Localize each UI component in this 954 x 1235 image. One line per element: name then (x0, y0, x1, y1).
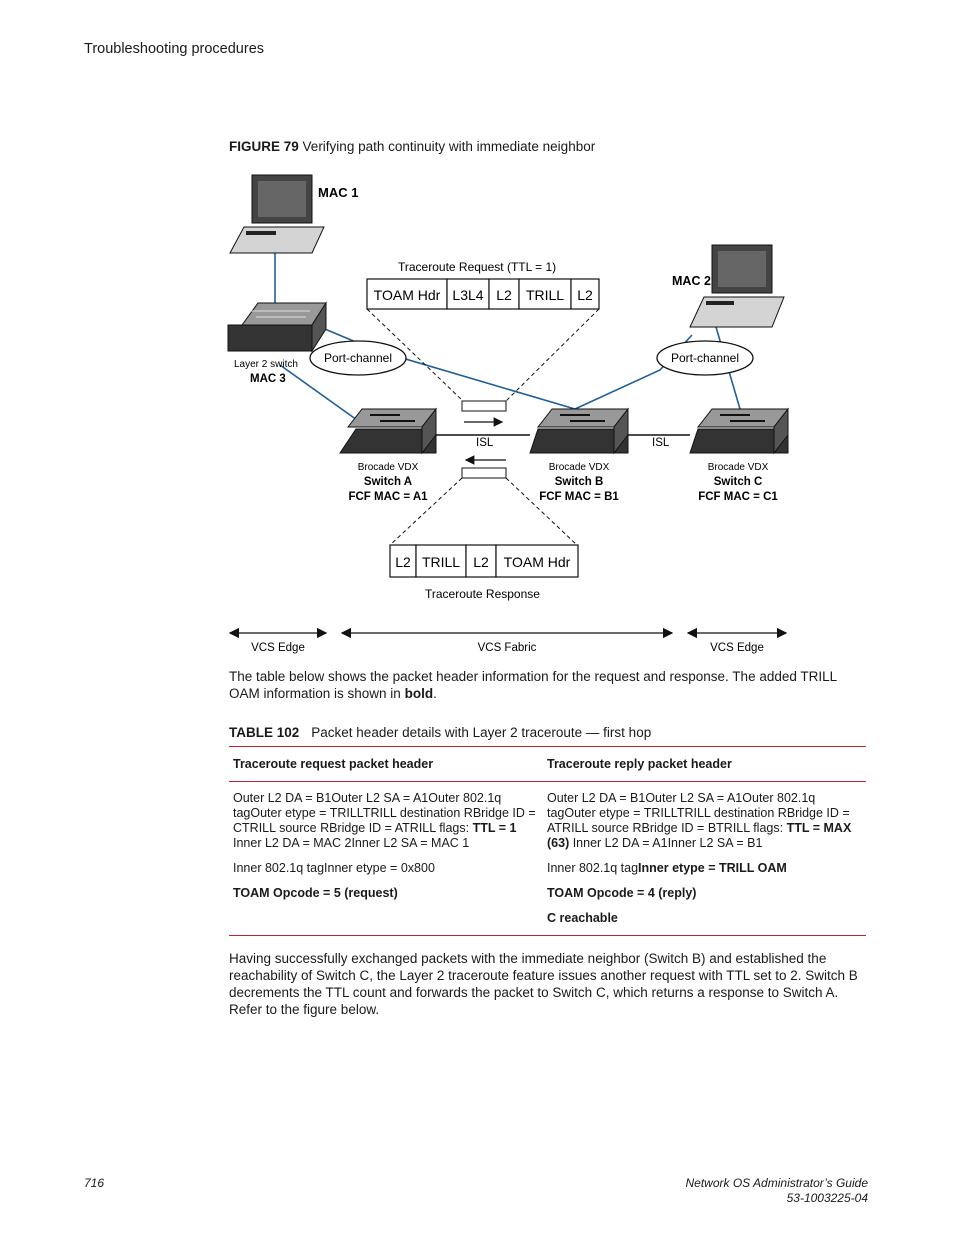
switch-c-name: Switch C (714, 476, 763, 488)
table-header-reply: Traceroute reply packet header (547, 757, 732, 771)
table-header-request: Traceroute request packet header (233, 757, 434, 771)
request-zoom-lines (366, 308, 600, 402)
response-header-box (389, 544, 579, 578)
request-field: L3L4 (452, 287, 483, 303)
request-ttl: TTL = 1 (472, 821, 517, 835)
request-line: Inner 802.1q tagInner etype = 0x800 (233, 861, 435, 875)
reply-ttl: TTL = MAX (63) (547, 821, 852, 850)
request-title: Traceroute Request (TTL = 1) (398, 260, 556, 274)
figure-caption: FIGURE 79 Verifying path continuity with… (229, 139, 595, 154)
response-zoom-lines (389, 477, 578, 546)
response-field: TRILL (422, 554, 460, 570)
link-lines (274, 253, 741, 421)
reply-line: Inner 802.1q tag (547, 861, 639, 875)
isl-left-label: ISL (476, 437, 494, 449)
port-channel-left-label: Port-channel (324, 351, 392, 365)
switch-b-name: Switch B (555, 476, 604, 488)
switch-a-icon (339, 407, 438, 455)
table-bottom-rule (229, 935, 866, 936)
request-header-box (366, 278, 600, 310)
switch-b-vendor: Brocade VDX (549, 462, 610, 473)
zone-label: VCS Edge (251, 642, 305, 654)
doc-number: 53-1003225-04 (786, 1191, 868, 1205)
switch-c-icon (689, 407, 790, 455)
mac1-label: MAC 1 (318, 185, 358, 200)
request-field: L2 (496, 287, 512, 303)
intro-bold: bold (404, 686, 434, 701)
isl-right-label: ISL (652, 437, 670, 449)
mac2-computer-icon (689, 244, 785, 328)
response-title: Traceroute Response (425, 587, 540, 601)
response-field: TOAM Hdr (504, 554, 571, 570)
intro-end: . (433, 686, 437, 701)
figure-label: FIGURE 79 (229, 139, 299, 154)
request-field: TOAM Hdr (374, 287, 441, 303)
response-field: L2 (473, 554, 489, 570)
intro-text: The table below shows the packet header … (229, 669, 837, 701)
request-opcode: TOAM Opcode = 5 (request) (233, 886, 398, 900)
request-field: TRILL (526, 287, 564, 303)
request-field: L2 (577, 287, 593, 303)
request-line: Inner L2 DA = MAC 2Inner L2 SA = MAC 1 (233, 836, 470, 850)
table-caption: TABLE 102 Packet header details with Laye… (229, 725, 651, 740)
switch-b-icon (529, 407, 630, 455)
switch-c-vendor: Brocade VDX (708, 462, 769, 473)
reply-etype: Inner etype = TRILL OAM (638, 861, 787, 875)
layer2-switch-icon (227, 301, 327, 353)
mac2-label: MAC 2 (672, 274, 711, 288)
zone-label: VCS Fabric (478, 642, 537, 654)
reply-line: Inner L2 DA = A1Inner L2 SA = B1 (569, 836, 763, 850)
reply-reachable: C reachable (547, 911, 618, 925)
running-header: Troubleshooting procedures (84, 41, 265, 57)
reply-cell: Outer L2 DA = B1Outer L2 SA = A1Outer 80… (547, 791, 855, 936)
zone-label: VCS Edge (710, 642, 764, 654)
mac3-label: MAC 3 (250, 373, 286, 385)
intro-paragraph: The table below shows the packet header … (229, 668, 869, 702)
response-field: L2 (395, 554, 411, 570)
footer-doc-info: Network OS Administrator’s Guide 53-1003… (685, 1176, 868, 1206)
network-diagram: MAC 1 MAC 2 Layer 2 switch MAC 3 Port-ch… (227, 174, 790, 654)
figure-title: Verifying path continuity with immediate… (302, 139, 596, 154)
closing-paragraph: Having successfully exchanged packets wi… (229, 951, 858, 1017)
reply-opcode: TOAM Opcode = 4 (reply) (547, 886, 697, 900)
request-line: Outer L2 DA = B1Outer L2 SA = A1Outer 80… (233, 791, 536, 835)
table-title: Packet header details with Layer 2 trace… (311, 725, 652, 740)
reply-line: Outer L2 DA = B1Outer L2 SA = A1Outer 80… (547, 791, 850, 835)
guide-title: Network OS Administrator’s Guide (685, 1176, 868, 1190)
switch-c-fcf: FCF MAC = C1 (698, 491, 778, 503)
request-cell: Outer L2 DA = B1Outer L2 SA = A1Outer 80… (233, 791, 541, 911)
switch-a-name: Switch A (364, 476, 412, 488)
table-top-rule (229, 746, 866, 747)
switch-a-fcf: FCF MAC = A1 (348, 491, 428, 503)
layer2-switch-label: Layer 2 switch (234, 359, 298, 370)
table-label: TABLE 102 (229, 725, 300, 740)
port-channel-right-label: Port-channel (671, 351, 739, 365)
page-number: 716 (84, 1176, 105, 1190)
table-header-rule (229, 781, 866, 782)
switch-b-fcf: FCF MAC = B1 (539, 491, 619, 503)
mac1-computer-icon (229, 174, 325, 254)
switch-a-vendor: Brocade VDX (358, 462, 419, 473)
